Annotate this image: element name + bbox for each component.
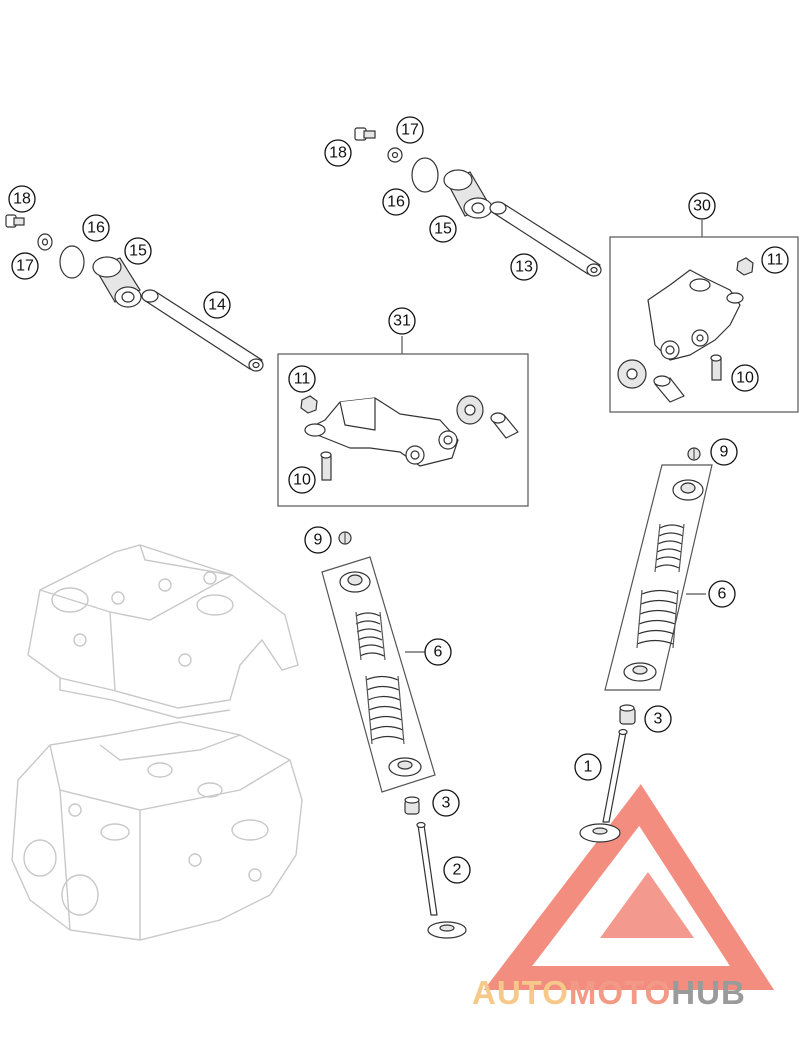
rocker-arm-31-part bbox=[304, 397, 459, 467]
valve-2-part bbox=[416, 821, 467, 939]
svg-text:30: 30 bbox=[693, 198, 711, 215]
valve-1-part bbox=[579, 728, 628, 843]
callout-17-top: 17 bbox=[396, 116, 424, 144]
roller-31-part bbox=[456, 395, 484, 425]
inner-spring-left-part bbox=[355, 611, 386, 661]
callout-18-top: 18 bbox=[324, 139, 352, 167]
svg-text:18: 18 bbox=[13, 191, 31, 208]
svg-text:13: 13 bbox=[515, 259, 533, 276]
cylinder-head-illustration bbox=[11, 544, 303, 941]
left-shaft-group bbox=[5, 214, 264, 372]
svg-text:6: 6 bbox=[718, 586, 727, 603]
callout-11-left: 11 bbox=[288, 365, 316, 393]
outer-spring-left-part bbox=[365, 675, 405, 745]
spring-retainer-left-part bbox=[339, 571, 371, 593]
roller-30-part bbox=[617, 359, 647, 389]
nut-11-right-part bbox=[736, 257, 754, 276]
callout-11-right: 11 bbox=[761, 246, 789, 274]
rocker-arm-kit-30-box bbox=[609, 220, 799, 413]
callout-9-right: 9 bbox=[710, 438, 738, 466]
svg-text:15: 15 bbox=[434, 221, 452, 238]
svg-text:2: 2 bbox=[453, 862, 462, 879]
o-ring-16-left-part bbox=[59, 245, 85, 279]
spring-seat-right-part bbox=[623, 662, 657, 682]
adjust-screw-10-left-part bbox=[320, 451, 332, 481]
svg-text:10: 10 bbox=[293, 472, 311, 489]
valve-keeper-9-left-part bbox=[338, 531, 352, 545]
callout-14: 14 bbox=[203, 291, 231, 319]
o-ring-16-top-part bbox=[411, 157, 439, 193]
callout-17-left: 17 bbox=[11, 252, 39, 280]
rocker-arm-kit-31-box bbox=[277, 336, 529, 507]
washer-17-top-part bbox=[387, 147, 403, 163]
valve-seal-3-right-part bbox=[619, 704, 636, 725]
bushing-15-left-part bbox=[92, 256, 142, 308]
svg-text:3: 3 bbox=[442, 795, 451, 812]
screw-18-top-part bbox=[354, 127, 376, 141]
callout-18-left: 18 bbox=[8, 185, 36, 213]
valve-seal-3-left-part bbox=[404, 796, 420, 815]
svg-text:16: 16 bbox=[387, 194, 405, 211]
outer-spring-right-part bbox=[636, 589, 679, 649]
svg-text:16: 16 bbox=[87, 220, 105, 237]
top-shaft-group bbox=[354, 127, 602, 277]
svg-text:6: 6 bbox=[434, 644, 443, 661]
svg-text:18: 18 bbox=[329, 145, 347, 162]
svg-text:11: 11 bbox=[767, 252, 784, 269]
callout-15-top: 15 bbox=[429, 215, 457, 243]
callout-6-right: 6 bbox=[708, 580, 736, 608]
svg-text:17: 17 bbox=[401, 122, 419, 139]
callout-16-left: 16 bbox=[82, 214, 110, 242]
svg-text:9: 9 bbox=[314, 532, 323, 549]
watermark-moto: MOTO bbox=[568, 974, 672, 1011]
watermark-logo-icon bbox=[483, 784, 775, 990]
shaft-13-part bbox=[489, 201, 602, 277]
svg-text:1: 1 bbox=[584, 759, 593, 776]
callout-6-left: 6 bbox=[424, 638, 452, 666]
bushing-15-top-part bbox=[443, 169, 493, 219]
callout-9-left: 9 bbox=[304, 526, 332, 554]
svg-text:14: 14 bbox=[208, 297, 226, 314]
svg-text:15: 15 bbox=[129, 243, 147, 260]
spring-retainer-right-part bbox=[672, 479, 704, 501]
callout-10-right: 10 bbox=[731, 364, 759, 392]
watermark-hub: HUB bbox=[671, 974, 746, 1011]
callout-1: 1 bbox=[574, 753, 602, 781]
inner-spring-right-part bbox=[654, 523, 685, 573]
pin-30-part bbox=[653, 375, 685, 403]
watermark-text: AUTOMOTOHUB bbox=[472, 974, 746, 1012]
screw-18-left-part bbox=[5, 214, 25, 228]
pin-31-part bbox=[490, 412, 519, 439]
svg-text:31: 31 bbox=[393, 313, 411, 330]
washer-17-left-part bbox=[37, 233, 53, 251]
callout-30: 30 bbox=[688, 192, 716, 220]
callout-31: 31 bbox=[388, 307, 416, 335]
callout-13: 13 bbox=[510, 253, 538, 281]
valve-keeper-9-right-part bbox=[687, 447, 701, 461]
callout-10-left: 10 bbox=[288, 466, 316, 494]
svg-text:17: 17 bbox=[16, 258, 34, 275]
svg-text:3: 3 bbox=[654, 711, 663, 728]
valve-spring-assembly-left bbox=[321, 531, 436, 793]
callout-2: 2 bbox=[443, 856, 471, 884]
svg-text:11: 11 bbox=[294, 371, 311, 388]
watermark-auto: AUTO bbox=[472, 974, 569, 1011]
valve-spring-assembly-right bbox=[604, 447, 713, 691]
nut-11-left-part bbox=[300, 395, 318, 414]
callout-3-left: 3 bbox=[432, 789, 460, 817]
adjust-screw-10-right-part bbox=[710, 354, 722, 381]
callout-15-left: 15 bbox=[124, 237, 152, 265]
svg-text:9: 9 bbox=[720, 444, 729, 461]
svg-text:10: 10 bbox=[736, 370, 754, 387]
shaft-14-part bbox=[141, 289, 264, 372]
rocker-arm-30-part bbox=[647, 269, 744, 361]
callout-16-top: 16 bbox=[382, 188, 410, 216]
callout-3-right: 3 bbox=[644, 705, 672, 733]
spring-seat-left-part bbox=[388, 757, 422, 777]
